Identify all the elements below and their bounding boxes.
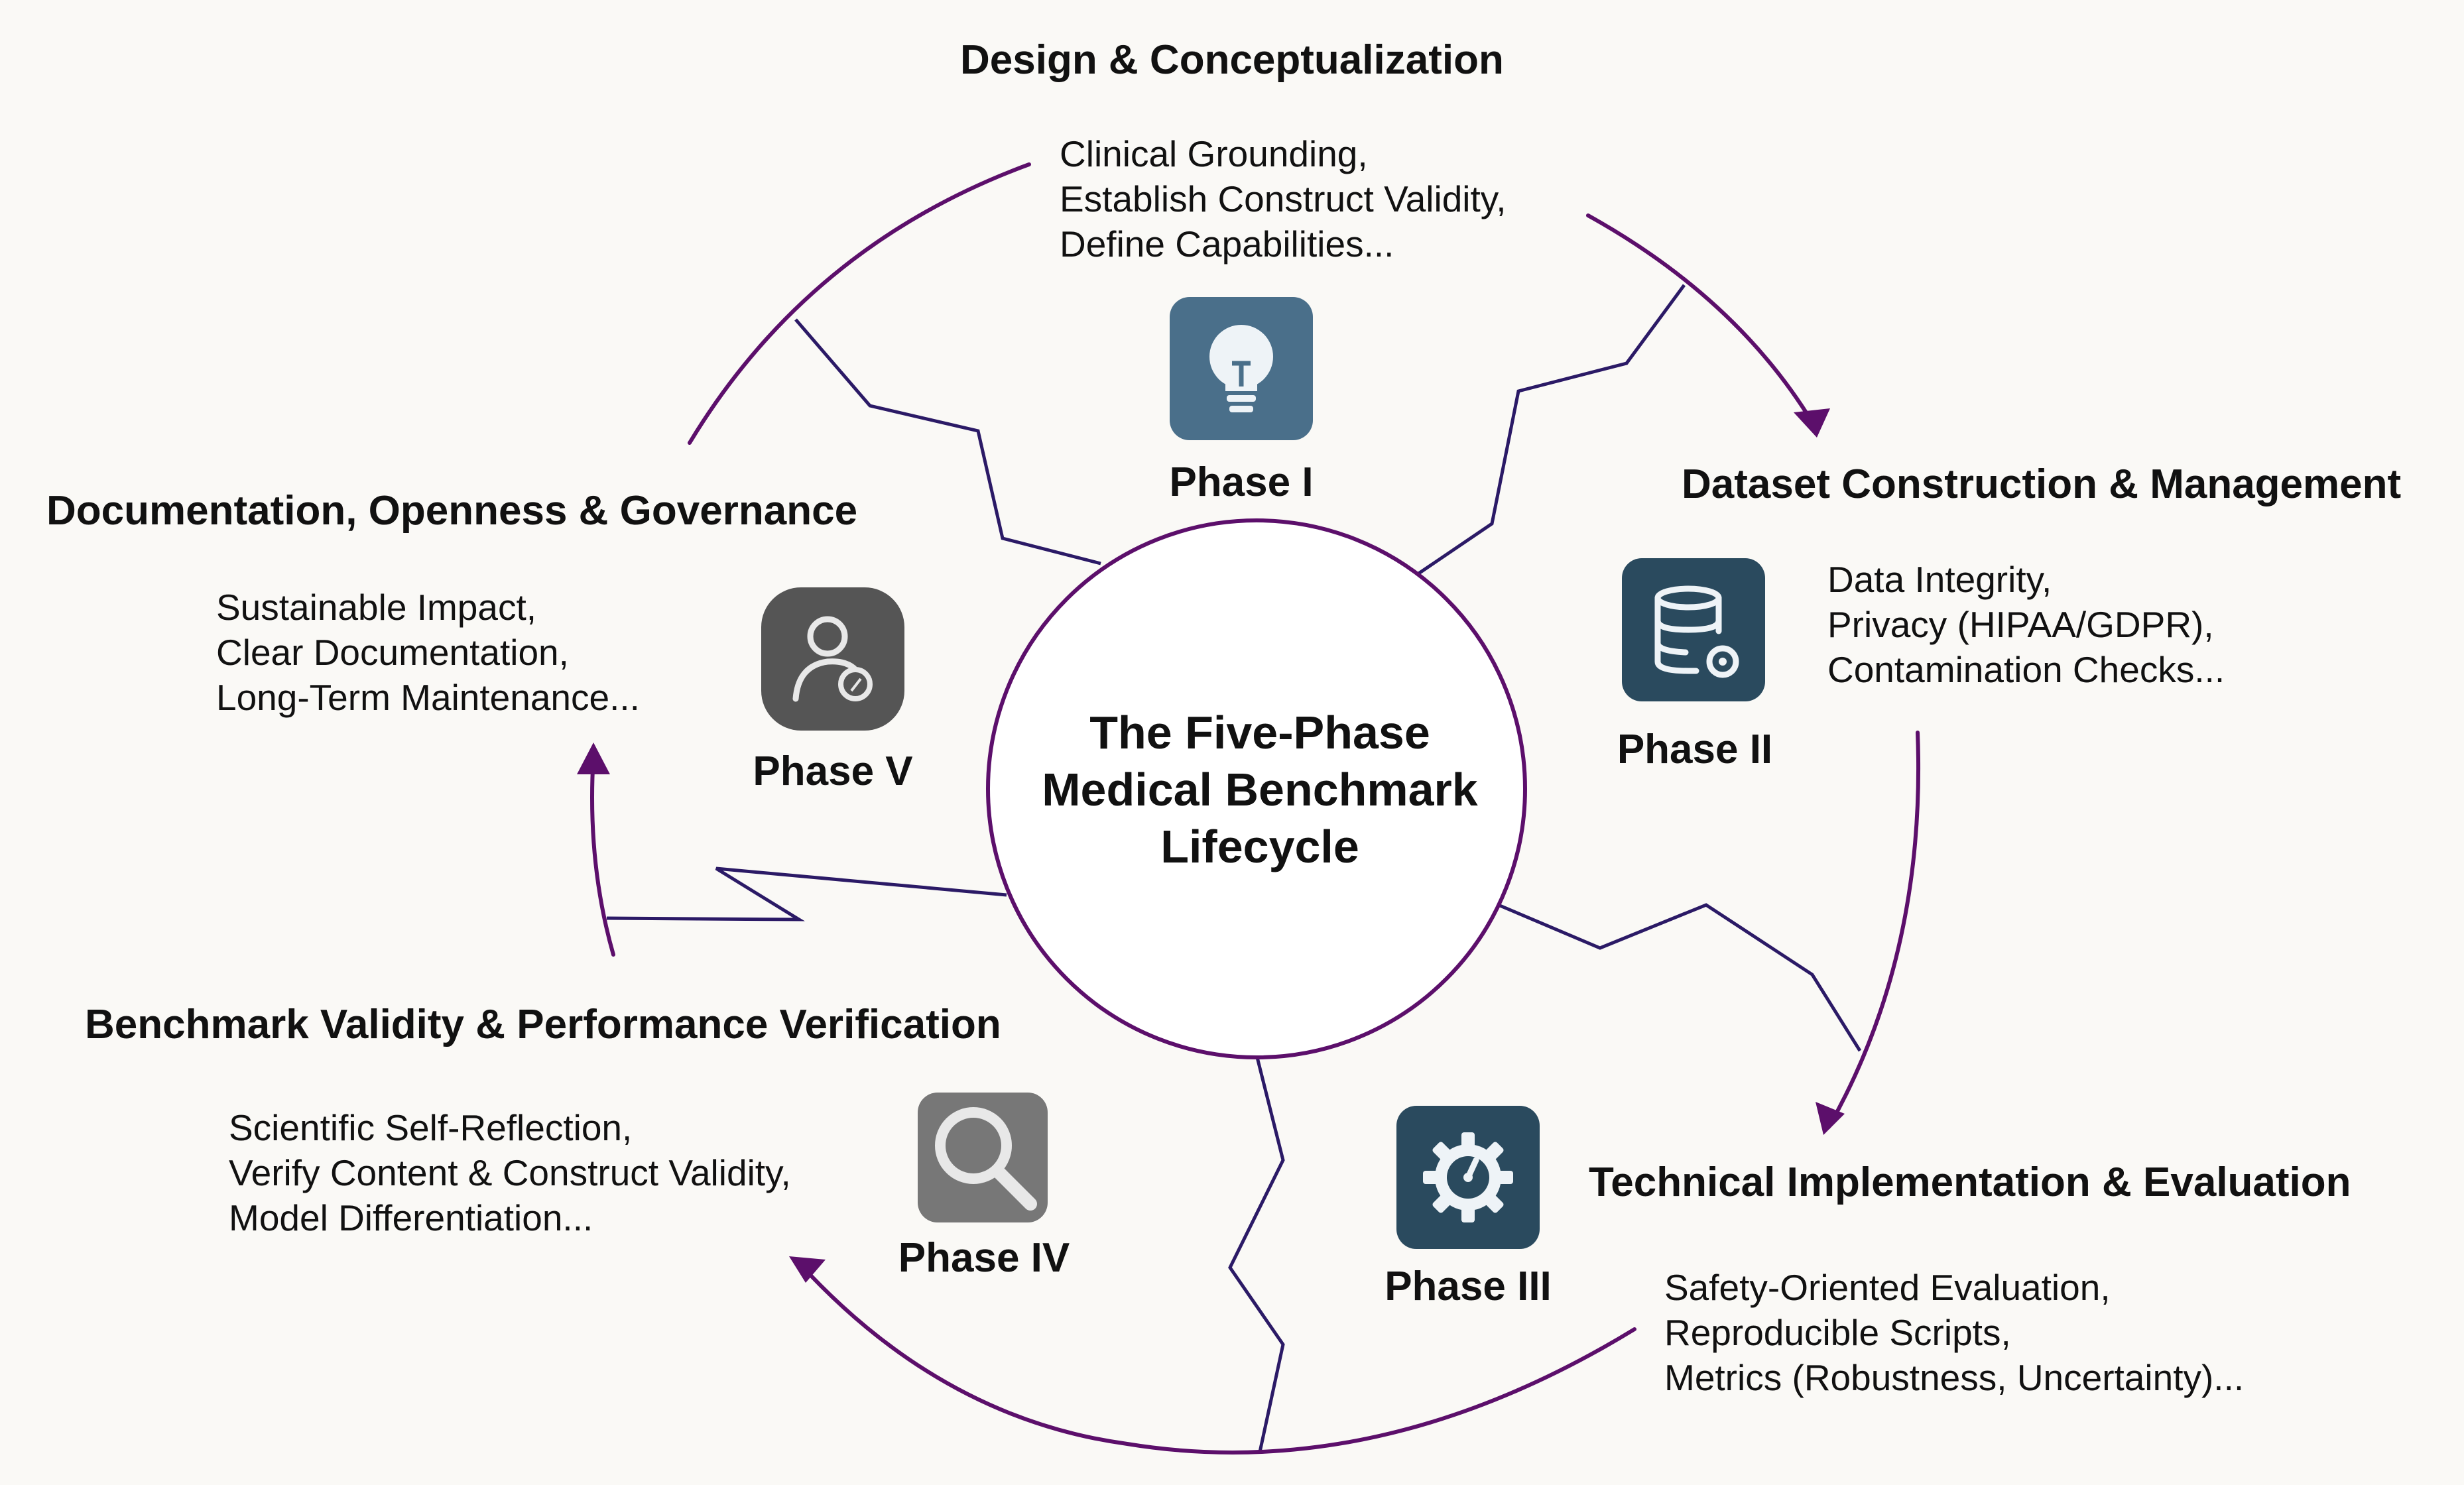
cycle-arrow-3-4 xyxy=(797,1261,1636,1455)
phase-3-item: Metrics (Robustness, Uncertainty)... xyxy=(1664,1357,2245,1398)
center-title-line-3: Lifecycle xyxy=(1160,821,1359,872)
phase-2-item: Contamination Checks... xyxy=(1827,649,2225,690)
phase-3-heading: Technical Implementation & Evaluation xyxy=(1589,1159,2351,1205)
phase-4-item: Scientific Self-Reflection, xyxy=(229,1107,633,1148)
phase-4-items: Scientific Self-Reflection, Verify Conte… xyxy=(229,1105,791,1240)
phase-3-items: Safety-Oriented Evaluation, Reproducible… xyxy=(1664,1265,2244,1400)
cycle-arrow-4-5 xyxy=(590,754,615,957)
phase-3-label: Phase III xyxy=(1385,1264,1552,1309)
center-title-line-1: The Five-Phase xyxy=(1089,707,1430,758)
cycle-arrow-2-3 xyxy=(1827,731,1921,1129)
lightbulb-icon xyxy=(1170,297,1313,440)
connector-phase-4 xyxy=(1228,1057,1285,1453)
cycle-arrow-1-2 xyxy=(1586,213,1816,426)
phase-4-item: Model Differentiation... xyxy=(229,1197,593,1238)
phase-1-item: Define Capabilities... xyxy=(1060,223,1394,265)
arrowhead-phase-3 xyxy=(1816,1102,1845,1135)
arrowhead-phase-5 xyxy=(577,742,610,774)
database-icon xyxy=(1622,558,1765,701)
center-title-line-2: Medical Benchmark xyxy=(1042,764,1478,815)
phase-5-item: Sustainable Impact, xyxy=(216,587,537,628)
connector-phase-1 xyxy=(794,318,1101,565)
phase-5-item: Long-Term Maintenance... xyxy=(216,677,640,718)
phase-1-heading: Design & Conceptualization xyxy=(960,37,1504,83)
phase-5-label: Phase V xyxy=(753,748,913,794)
phase-1-label: Phase I xyxy=(1169,459,1314,505)
phase-5-item: Clear Documentation, xyxy=(216,632,569,673)
phase-1-items: Clinical Grounding, Establish Construct … xyxy=(1060,131,1507,267)
center-title: The Five-Phase Medical Benchmark Lifecyc… xyxy=(995,704,1525,875)
center-circle xyxy=(986,518,1527,1059)
arrowhead-phase-4 xyxy=(789,1256,826,1283)
phase-1-item: Clinical Grounding, xyxy=(1060,133,1368,174)
phase-5-heading: Documentation, Openness & Governance xyxy=(46,488,858,534)
cycle-arrow-5-1 xyxy=(688,162,1031,445)
gear-icon xyxy=(1396,1106,1540,1249)
phase-4-label: Phase IV xyxy=(898,1235,1070,1281)
user-icon xyxy=(761,587,904,731)
arrowhead-phase-2 xyxy=(1794,408,1830,438)
phase-3-item: Safety-Oriented Evaluation, xyxy=(1664,1267,2111,1308)
phase-5-items: Sustainable Impact, Clear Documentation,… xyxy=(216,585,640,720)
phase-4-heading: Benchmark Validity & Performance Verific… xyxy=(85,1002,1001,1047)
phase-2-items: Data Integrity, Privacy (HIPAA/GDPR), Co… xyxy=(1827,557,2225,692)
connector-phase-3 xyxy=(1499,903,1862,1052)
connector-phase-5 xyxy=(606,866,1007,921)
phase-3-item: Reproducible Scripts, xyxy=(1664,1312,2011,1353)
phase-2-label: Phase II xyxy=(1617,727,1773,772)
connector-phase-2 xyxy=(1416,284,1686,576)
phase-2-item: Data Integrity, xyxy=(1827,559,2052,600)
phase-4-item: Verify Content & Construct Validity, xyxy=(229,1152,791,1193)
magnifier-icon xyxy=(918,1093,1048,1222)
phase-2-heading: Dataset Construction & Management xyxy=(1682,461,2402,507)
phase-1-item: Establish Construct Validity, xyxy=(1060,178,1507,219)
phase-2-item: Privacy (HIPAA/GDPR), xyxy=(1827,604,2214,645)
